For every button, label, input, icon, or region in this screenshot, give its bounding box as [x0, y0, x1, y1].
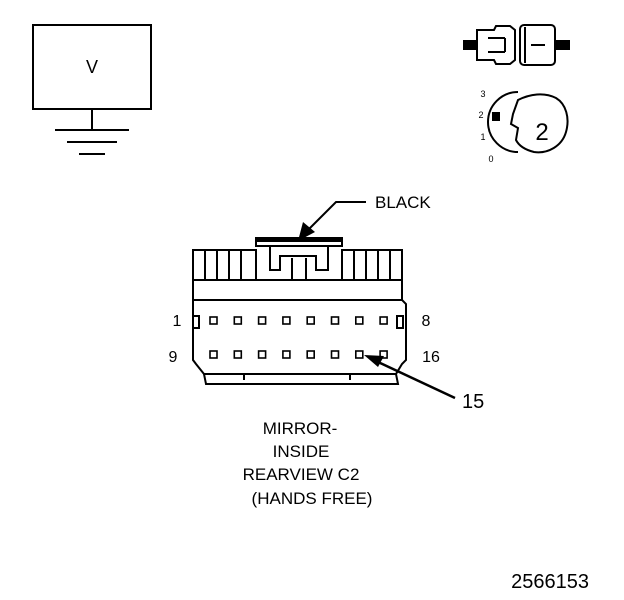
- pin-cavity: [257, 316, 267, 325]
- connector-body: [192, 237, 407, 385]
- selector-position-2: 2: [478, 110, 483, 120]
- pin-cavity: [330, 350, 340, 359]
- caption-line-4: (HANDS FREE): [252, 489, 373, 508]
- pin-cavity: [354, 350, 364, 359]
- caption-line-1: MIRROR-: [263, 419, 338, 438]
- pin-cavity: [379, 350, 388, 359]
- selector-value: 2: [535, 119, 548, 146]
- selector-position-3: 3: [480, 89, 485, 99]
- pin-cavity: [209, 316, 218, 325]
- pin-cavity: [209, 350, 218, 359]
- probe-connector-icon: [463, 24, 570, 66]
- cavity-row-bottom: [209, 350, 388, 359]
- pin-label-16: 16: [422, 349, 440, 366]
- pin-callout-arrow: [364, 355, 456, 400]
- connector-caption: MIRROR- INSIDE REARVIEW C2 (HANDS FREE): [243, 419, 373, 508]
- pin-cavity: [282, 316, 291, 325]
- pin-cavity: [257, 350, 267, 359]
- selector-position-0: 0: [488, 154, 493, 164]
- pin-cavity: [354, 316, 364, 325]
- pin-cavity: [379, 316, 388, 325]
- color-callout-arrow: [298, 201, 366, 241]
- pin-cavity: [282, 350, 291, 359]
- pin-cavity: [306, 316, 316, 325]
- voltmeter: V: [32, 24, 152, 155]
- connector-color-label: BLACK: [375, 193, 431, 212]
- pin-cavity: [306, 350, 316, 359]
- pin-cavity: [233, 350, 243, 359]
- pin-label-8: 8: [422, 313, 431, 330]
- pin-cavity: [233, 316, 243, 325]
- pin-label-1: 1: [173, 313, 182, 330]
- pin-label-9: 9: [169, 349, 178, 366]
- caption-line-2: INSIDE: [273, 442, 330, 461]
- callout-pin-number: 15: [462, 391, 484, 413]
- cavity-row-top: [209, 316, 388, 325]
- selector-position-1: 1: [480, 132, 485, 142]
- caption-line-3: REARVIEW C2: [243, 465, 360, 484]
- pin-cavity: [330, 316, 340, 325]
- voltmeter-symbol: V: [86, 57, 98, 77]
- figure-id: 2566153: [511, 571, 589, 593]
- selector-knob-icon: 3 2 1 0 2: [478, 89, 569, 164]
- ground-icon: [55, 109, 129, 155]
